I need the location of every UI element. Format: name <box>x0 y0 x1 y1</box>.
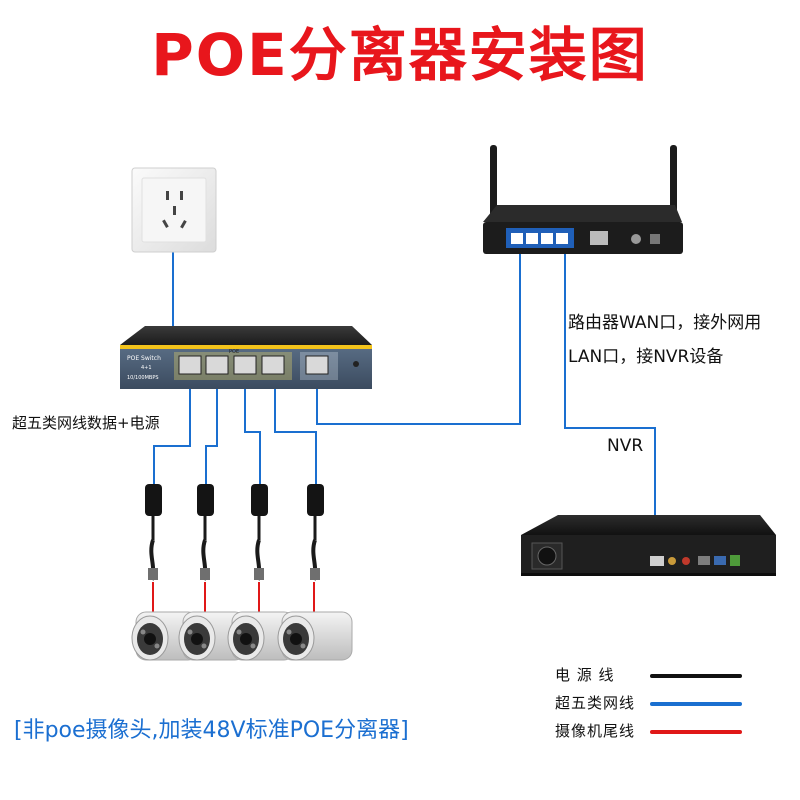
legend-swatch <box>650 674 742 678</box>
legend-camera-tail: 摄像机尾线 <box>555 720 755 746</box>
legend-swatch <box>650 730 742 734</box>
switch-brand-text: POE Switch <box>127 355 161 362</box>
legend-power-line: 电 源 线 <box>555 664 755 690</box>
wall-socket-icon <box>131 167 217 253</box>
legend-swatch <box>650 702 742 706</box>
switch-speed-text: 10/100MBPS <box>127 375 159 381</box>
cable-router-to-nvr <box>564 252 656 556</box>
nvr-icon <box>521 515 776 576</box>
router-icon <box>483 145 683 254</box>
legend-label: 摄像机尾线 <box>555 722 636 740</box>
cable-switch-to-router <box>316 252 521 425</box>
legend-network-cable: 超五类网线 <box>555 692 755 718</box>
nvr-label: NVR <box>607 436 644 456</box>
cable-note: 超五类网线数据+电源 <box>12 414 160 432</box>
poe-switch-icon <box>120 326 372 389</box>
router-note-line1: 路由器WAN口，接外网用 <box>568 313 762 333</box>
diagram-title: POE分离器安装图 <box>151 21 649 89</box>
router-note-line2: LAN口，接NVR设备 <box>568 347 724 367</box>
bullet-camera-icon <box>131 611 353 661</box>
poe-splitter-icon <box>145 484 324 581</box>
legend-label: 电 源 线 <box>555 666 615 684</box>
cable-port1 <box>153 382 191 484</box>
cable-port3 <box>244 382 261 484</box>
bottom-note: [非poe摄像头,加装48V标准POE分离器] <box>14 718 409 743</box>
cable-port2 <box>205 382 218 484</box>
legend-label: 超五类网线 <box>555 694 636 712</box>
switch-poe-text: POE <box>229 349 239 355</box>
cable-port4 <box>274 382 317 484</box>
switch-model-text: 4+1 <box>141 365 152 371</box>
